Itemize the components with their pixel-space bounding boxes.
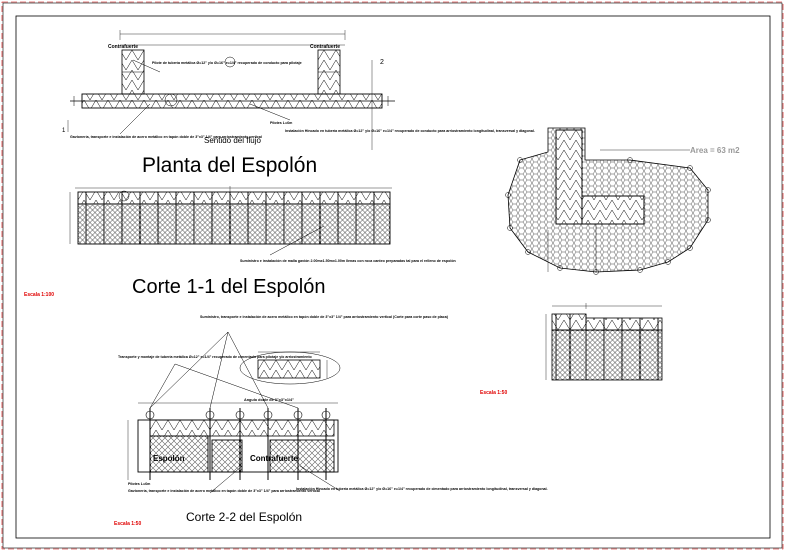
note-piles: Pilotes L=6m: [270, 121, 292, 125]
note-gabion: Gavionería, transporte e instalación de …: [70, 135, 262, 139]
cut-marker-2: 2: [380, 59, 384, 66]
planta-title: Planta del Espolón: [142, 154, 317, 177]
corte22-title: Corte 2-2 del Espolón: [186, 510, 302, 524]
corte22-note-left: Transporte y montaje de tubería metálica…: [118, 355, 313, 359]
corte22-note-top: Suministro, transporte e instalación de …: [200, 315, 449, 319]
corte22-piles: Pilotes L=6m: [128, 482, 150, 486]
corte22-note-bottom-left: Gavionería, transporte e instalación de …: [128, 489, 320, 493]
scale-bottom: Escala 1:50: [114, 521, 141, 527]
note-pipe: Pilote de tubería metálica Ø=12" y/o Ø=1…: [152, 61, 302, 65]
scale-small: Escala 1:50: [480, 390, 507, 396]
corte22-angle-label: Angulo doble de 3"x3"x1/4": [244, 398, 294, 402]
corte11-drawing: [69, 186, 392, 256]
small-section-drawing: [545, 303, 663, 381]
planta-drawing: [67, 30, 395, 150]
flow-direction-label: Sentido del flujo: [204, 136, 261, 145]
scale-main: Escala 1:100: [24, 292, 54, 298]
corte11-piles: [85, 192, 375, 244]
area-label: Area = 63 m2: [690, 146, 740, 155]
corte22-drawing: [127, 331, 341, 494]
corte22-contrafuerte-label: Contrafuerte: [250, 454, 299, 463]
corte11-title: Corte 1-1 del Espolón: [132, 276, 325, 298]
left-contrafuerte-tag: Contrafuerte: [108, 44, 138, 50]
note-truss: Instalación Hincado en tubería metálica …: [285, 129, 535, 133]
corte11-note: Suministro e instalación de malla gavión…: [240, 259, 456, 263]
cut-marker-1: 1: [62, 128, 66, 134]
corte22-note-bottom-right: Instalación Hincado en tubería metálica …: [296, 487, 548, 491]
right-contrafuerte-tag: Contrafuerte: [310, 44, 340, 50]
corte22-espolon-label: Espolón: [153, 454, 185, 463]
area-plan-drawing: [505, 127, 711, 275]
